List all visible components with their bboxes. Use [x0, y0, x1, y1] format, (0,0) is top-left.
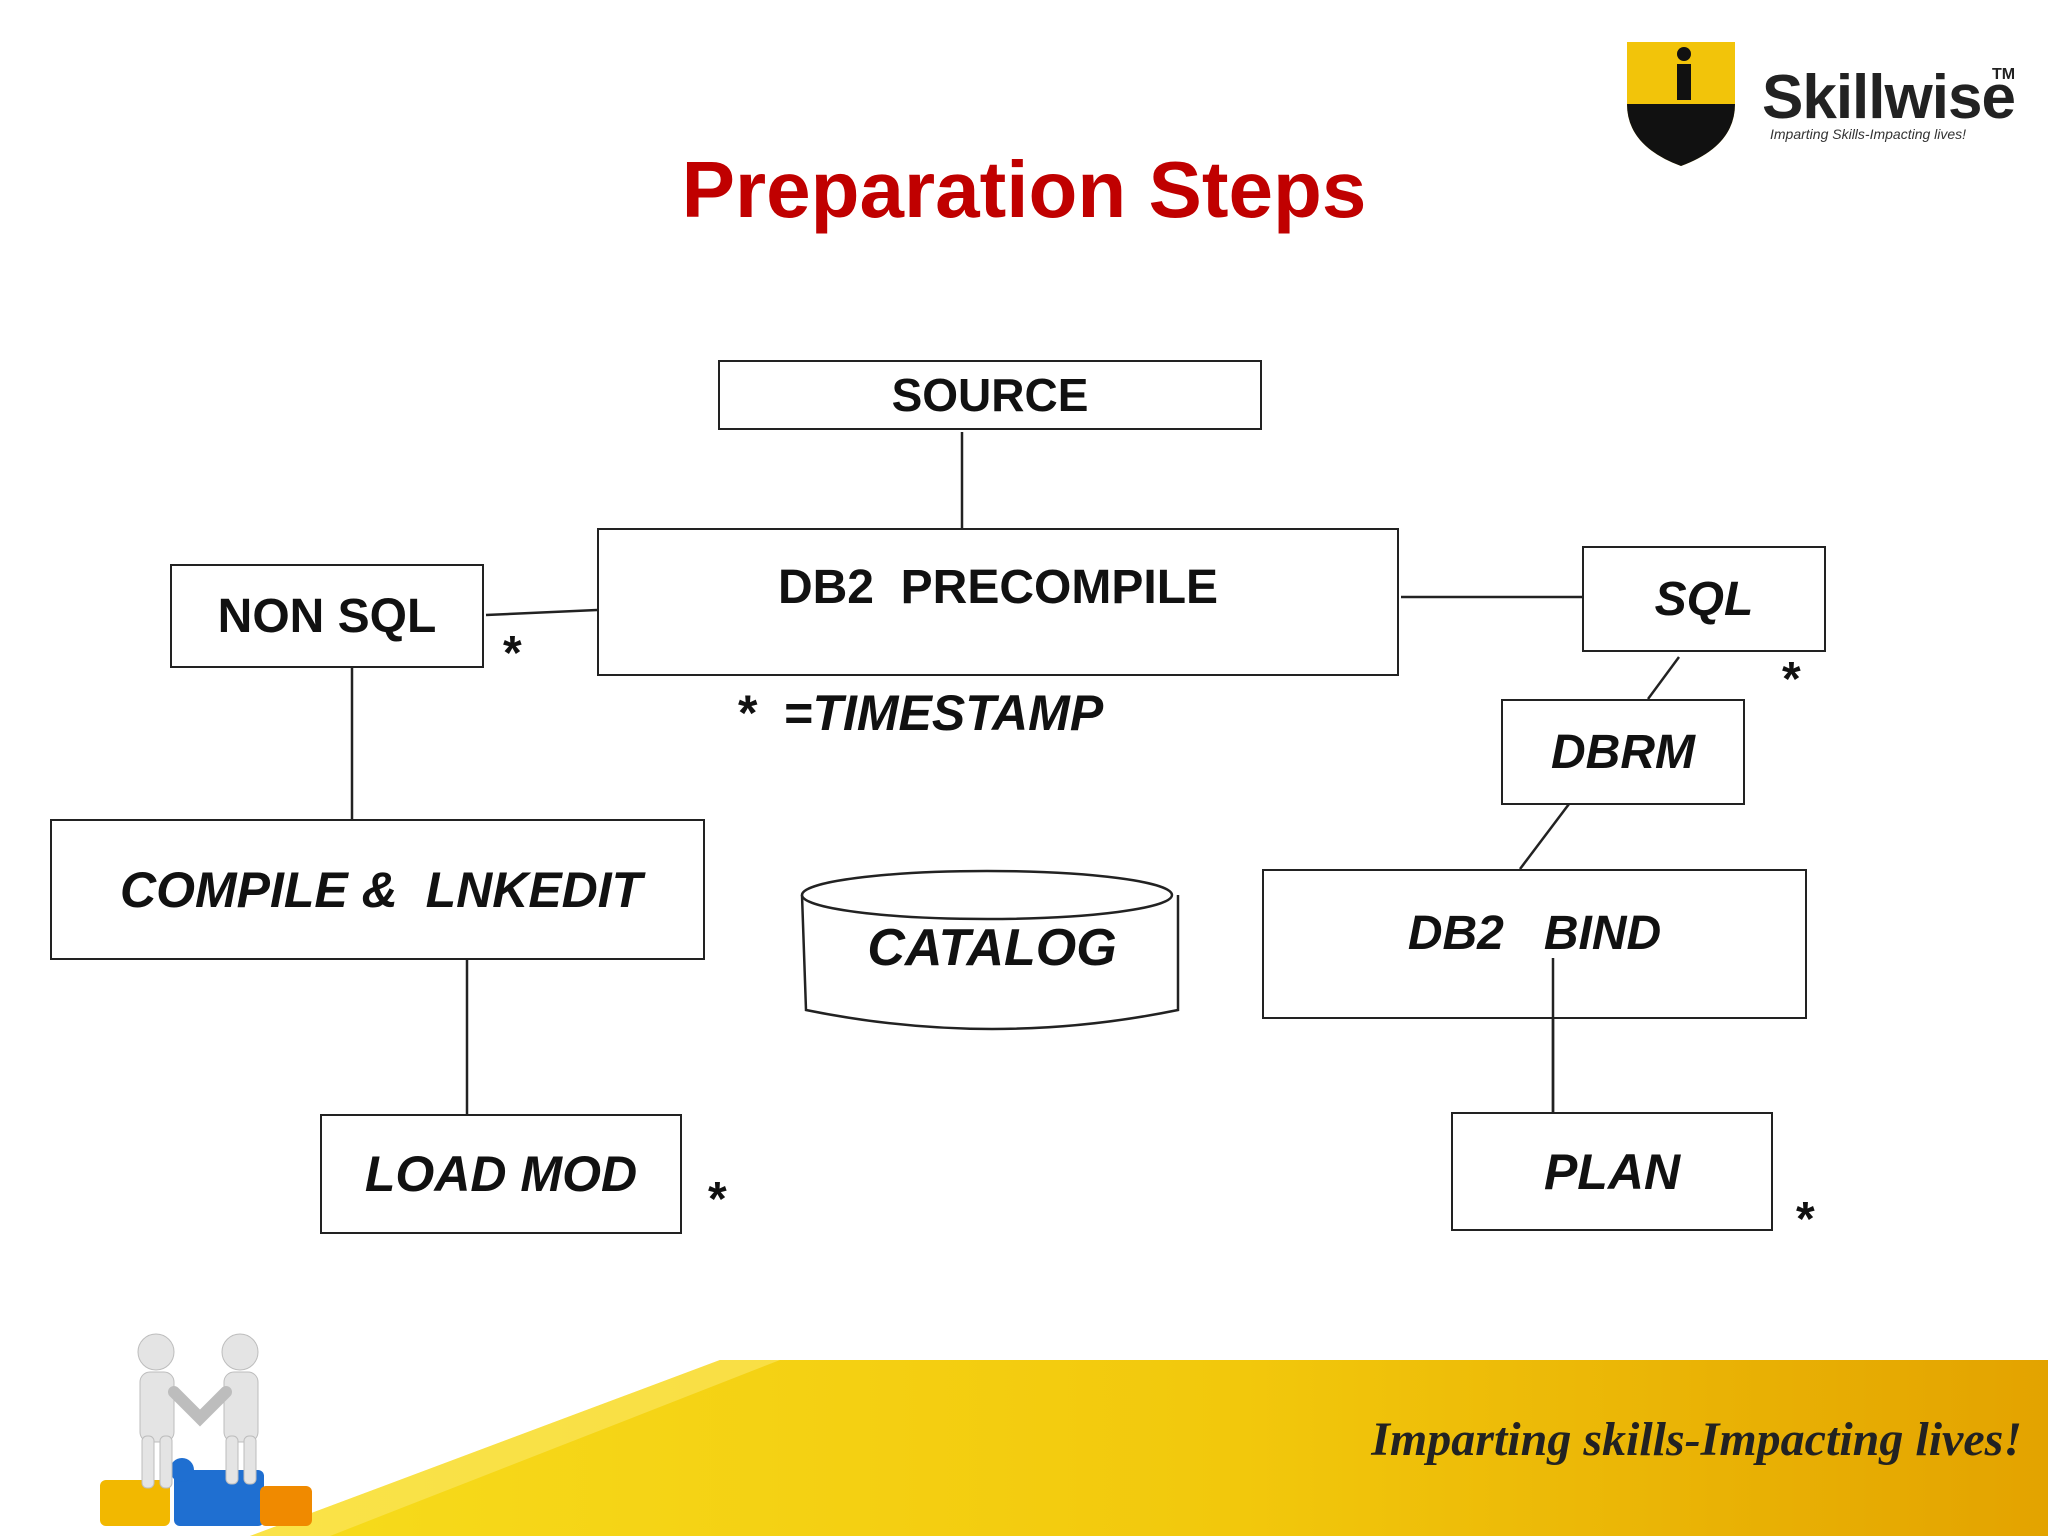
- connector-dbrm-bind: [1519, 803, 1570, 870]
- timestamp-marker-plan: *: [1796, 1193, 1815, 1246]
- slide-title: Preparation Steps: [681, 145, 1367, 234]
- compile-lnkedit-label: COMPILE & LNKEDIT: [120, 861, 643, 918]
- db2-bind-label: DB2 BIND: [1407, 906, 1662, 960]
- connector-sql-dbrm: [1646, 656, 1681, 700]
- timestamp-marker-nonsql: *: [503, 627, 522, 680]
- plan-box: PLAN: [1451, 1112, 1773, 1231]
- puzzle-piece-orange: [260, 1486, 312, 1526]
- db2-precompile-box: DB2 PRECOMPILE: [597, 528, 1399, 676]
- catalog-cylinder: [800, 869, 1180, 1031]
- non-sql-box: NON SQL: [170, 564, 484, 668]
- catalog-label: CATALOG: [867, 919, 1117, 977]
- logo-tagline: Imparting Skills-Impacting lives!: [1770, 126, 1967, 142]
- skillwise-logo: [1627, 42, 1735, 166]
- connector-precompile-nonsql: [485, 608, 598, 617]
- logo-wordmark: Skillwise: [1762, 63, 2016, 132]
- source-box: SOURCE: [718, 360, 1262, 430]
- timestamp-marker-loadmod: *: [708, 1173, 727, 1226]
- footer-tagline: Imparting skills-Impacting lives!: [1371, 1413, 2022, 1466]
- handshake-illustration: [100, 1333, 312, 1526]
- dbrm-box: DBRM: [1501, 699, 1745, 805]
- non-sql-label: NON SQL: [217, 589, 437, 643]
- source-label: SOURCE: [891, 369, 1089, 421]
- db2-bind-box: DB2 BIND: [1262, 869, 1807, 1019]
- load-mod-label: LOAD MOD: [364, 1146, 638, 1202]
- sql-label: SQL: [1654, 572, 1754, 626]
- dbrm-label: DBRM: [1551, 725, 1695, 779]
- compile-lnkedit-box: COMPILE & LNKEDIT: [50, 819, 705, 960]
- plan-label: PLAN: [1543, 1143, 1681, 1200]
- load-mod-box: LOAD MOD: [320, 1114, 682, 1234]
- puzzle-piece-blue: [174, 1470, 264, 1526]
- timestamp-legend: * =TIMESTAMP: [736, 685, 1104, 741]
- db2-precompile-label: DB2 PRECOMPILE: [777, 560, 1219, 614]
- logo-trademark: TM: [1992, 66, 2016, 83]
- timestamp-marker-sql: *: [1782, 653, 1801, 706]
- footer-band: [250, 1360, 2048, 1536]
- puzzle-piece-yellow: [100, 1480, 170, 1526]
- sql-box: SQL: [1582, 546, 1826, 652]
